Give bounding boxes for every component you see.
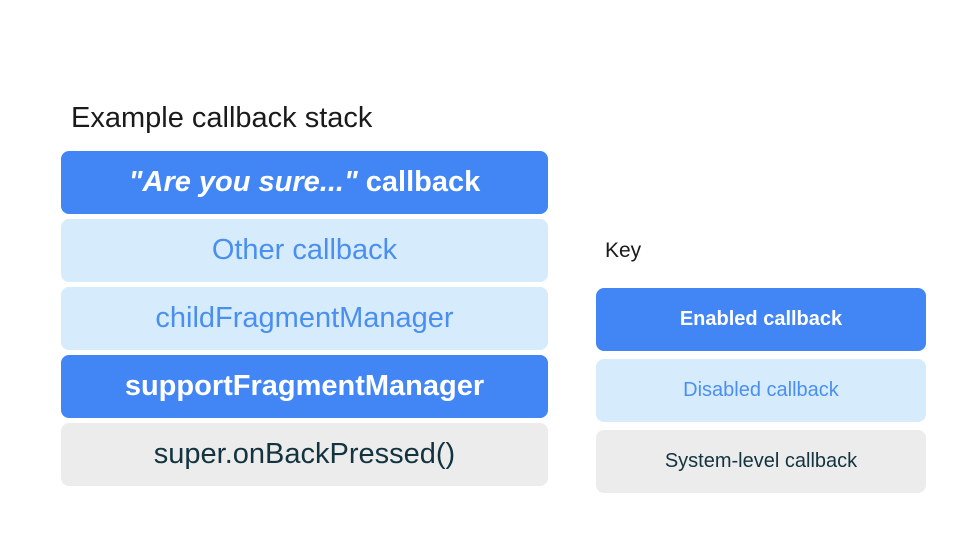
key-item-system-level-callback: System-level callback — [596, 430, 926, 493]
stack-item-are-you-sure-callback: "Are you sure..." callback — [61, 151, 548, 214]
key-item-disabled-callback: Disabled callback — [596, 359, 926, 422]
stack-item-super-on-back-pressed: super.onBackPressed() — [61, 423, 548, 486]
stack-item-support-fragment-manager: supportFragmentManager — [61, 355, 548, 418]
stack-item-text: callback — [357, 166, 481, 198]
legend-key: Enabled callback Disabled callback Syste… — [596, 288, 926, 501]
callback-stack: "Are you sure..." callback Other callbac… — [61, 151, 548, 491]
stack-item-italic-text: "Are you sure..." — [128, 166, 358, 198]
key-item-enabled-callback: Enabled callback — [596, 288, 926, 351]
stack-item-child-fragment-manager: childFragmentManager — [61, 287, 548, 350]
key-heading: Key — [605, 239, 642, 262]
diagram-title: Example callback stack — [71, 102, 373, 134]
stack-item-other-callback: Other callback — [61, 219, 548, 282]
